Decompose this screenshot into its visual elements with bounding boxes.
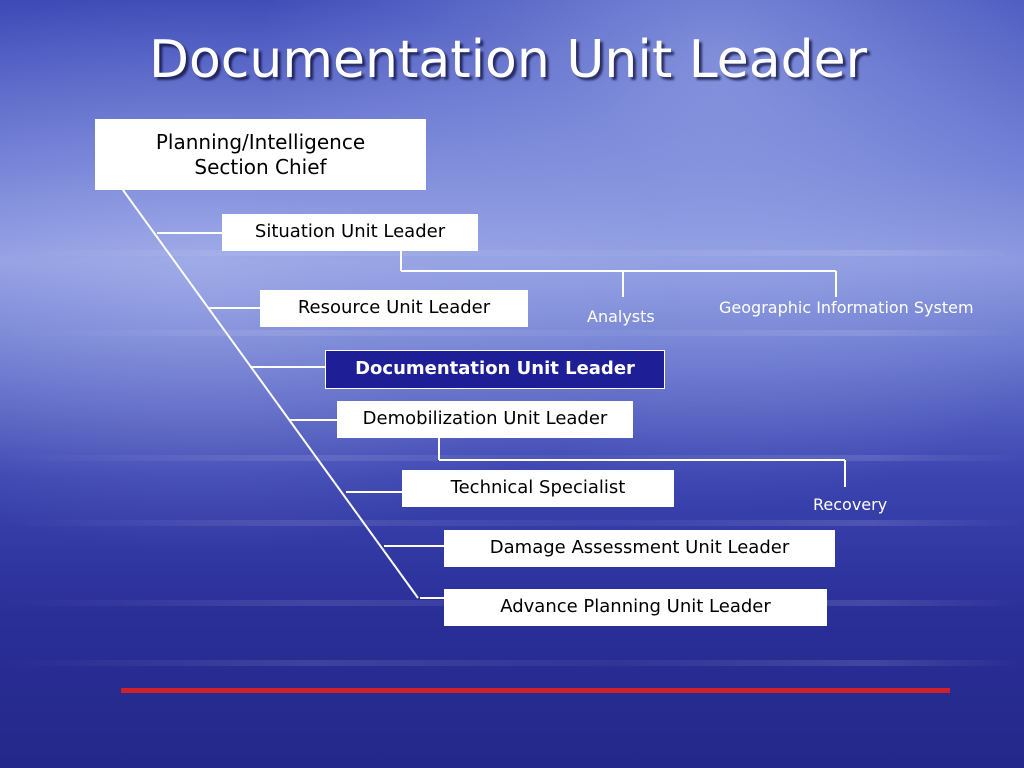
advance-planning-unit-leader-box: Advance Planning Unit Leader	[444, 589, 827, 626]
planning-intelligence-chief-box: Planning/Intelligence Section Chief	[95, 119, 426, 190]
technical-specialist-box: Technical Specialist	[402, 470, 674, 507]
resource-unit-leader-box: Resource Unit Leader	[260, 290, 528, 327]
accent-bar	[121, 688, 950, 693]
gis-label: Geographic Information System	[719, 298, 974, 317]
situation-unit-leader-box: Situation Unit Leader	[222, 214, 478, 251]
recovery-label: Recovery	[813, 495, 888, 514]
documentation-unit-leader-box: Documentation Unit Leader	[325, 350, 665, 389]
damage-assessment-unit-leader-box: Damage Assessment Unit Leader	[444, 530, 835, 567]
analysts-label: Analysts	[587, 307, 655, 326]
slide-title: Documentation Unit Leader	[148, 30, 868, 90]
demobilization-unit-leader-box: Demobilization Unit Leader	[337, 401, 633, 438]
